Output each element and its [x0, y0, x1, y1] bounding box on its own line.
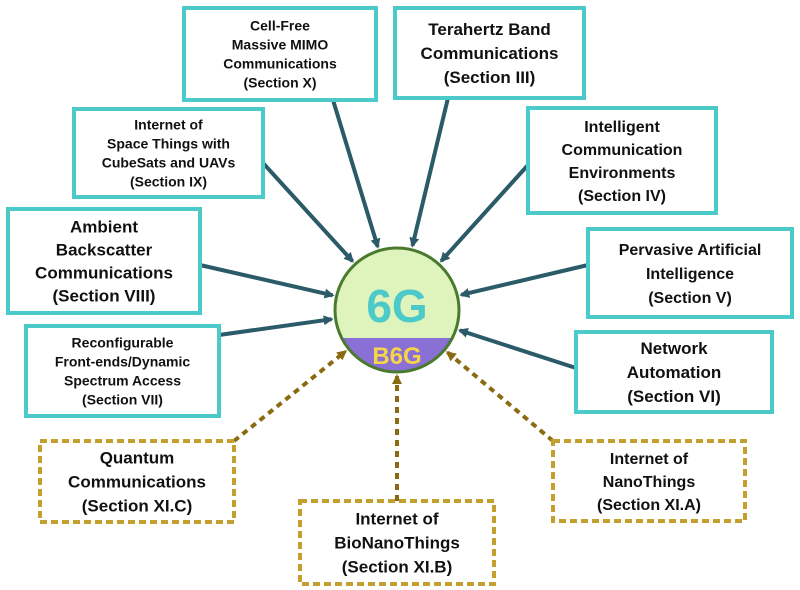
node-label-line: (Section V) [648, 290, 732, 307]
node-label-line: BioNanoThings [334, 534, 460, 553]
hub-b6g-label: B6G [372, 343, 421, 370]
hub-bottom-half [341, 338, 453, 372]
node-label-line: (Section XI.C) [82, 497, 193, 516]
node-label-line: (Section IV) [578, 188, 666, 205]
hub: 6G B6G [333, 246, 461, 374]
node-label-line: Network [640, 339, 708, 358]
node-label-line: (Section III) [444, 68, 536, 87]
node-box-terahertz-band [393, 6, 586, 100]
node-box-quantum-communications [38, 439, 236, 524]
node-label-line: Communications [223, 56, 337, 72]
node-label-line: Quantum [100, 449, 175, 468]
arrow-terahertz-band [409, 97, 450, 248]
node-box-internet-of-bionanothings [298, 499, 496, 586]
node-box-internet-of-space-things [72, 107, 265, 199]
node-label-line: Massive MIMO [232, 37, 329, 53]
node-label-line: Intelligent [584, 119, 660, 136]
hub-6g-label: 6G [366, 280, 427, 332]
node-label-line: Environments [569, 165, 676, 182]
node-label-line: Cell-Free [250, 18, 310, 34]
arrow-quantum-communications [232, 349, 348, 443]
node-label-line: Communications [68, 473, 206, 492]
node-reconfigurable-frontends: ReconfigurableFront-ends/DynamicSpectrum… [24, 324, 221, 418]
node-internet-of-bionanothings: Internet of BioNanoThings (Section XI.B) [298, 499, 496, 586]
hub-top-half [334, 247, 459, 338]
node-label-line: Internet of [610, 451, 689, 468]
node-label-line: (Section X) [243, 75, 316, 91]
arrow-internet-of-nanothings [446, 350, 555, 443]
node-label-line: Pervasive Artificial [619, 242, 762, 259]
node-box-reconfigurable-frontends [24, 324, 221, 418]
node-label-line: (Section VII) [82, 392, 163, 408]
node-internet-of-nanothings: Internet of NanoThings (Section XI.A) [551, 439, 747, 523]
node-label-line: (Section VIII) [53, 287, 156, 306]
node-label-line: (Section IX) [130, 174, 207, 190]
node-label-line: Automation [627, 363, 721, 382]
node-box-ambient-backscatter [6, 207, 202, 315]
node-label-line: Internet of [134, 117, 203, 133]
node-label-line: Ambient [70, 218, 138, 237]
arrow-internet-of-space-things [261, 161, 355, 263]
node-label-line: NanoThings [603, 474, 696, 491]
arrow-ambient-backscatter [199, 263, 335, 299]
node-box-pervasive-ai [586, 227, 794, 319]
node-box-network-automation [574, 330, 774, 414]
arrow-cell-free-mimo [331, 99, 381, 249]
node-label-line: CubeSats and UAVs [102, 155, 236, 171]
arrow-reconfigurable-frontends [218, 315, 334, 337]
node-label-line: Backscatter [56, 241, 153, 260]
node-box-intelligent-environments [526, 106, 718, 215]
hub-outline [333, 246, 461, 374]
node-label-line: Communication [562, 142, 683, 159]
arrow-network-automation [457, 328, 577, 370]
node-label-line: Terahertz Band [428, 20, 551, 39]
node-label-line: Internet of [355, 510, 438, 529]
arrow-intelligent-environments [439, 163, 530, 263]
node-label-line: Space Things with [107, 136, 230, 152]
node-label-line: Front-ends/Dynamic [55, 354, 191, 370]
node-label-line: Communications [421, 44, 559, 63]
node-box-cell-free-mimo [182, 6, 378, 102]
arrow-pervasive-ai [459, 263, 589, 298]
node-label-line: Reconfigurable [72, 335, 174, 351]
arrows-layer [199, 97, 589, 501]
node-box-internet-of-nanothings [551, 439, 747, 523]
node-label-line: Spectrum Access [64, 373, 181, 389]
node-label-line: (Section XI.A) [597, 497, 701, 514]
node-label-line: (Section VI) [627, 387, 721, 406]
node-label-line: Communications [35, 264, 173, 283]
node-label-line: Intelligence [646, 266, 734, 283]
node-label-line: (Section XI.B) [342, 558, 453, 577]
